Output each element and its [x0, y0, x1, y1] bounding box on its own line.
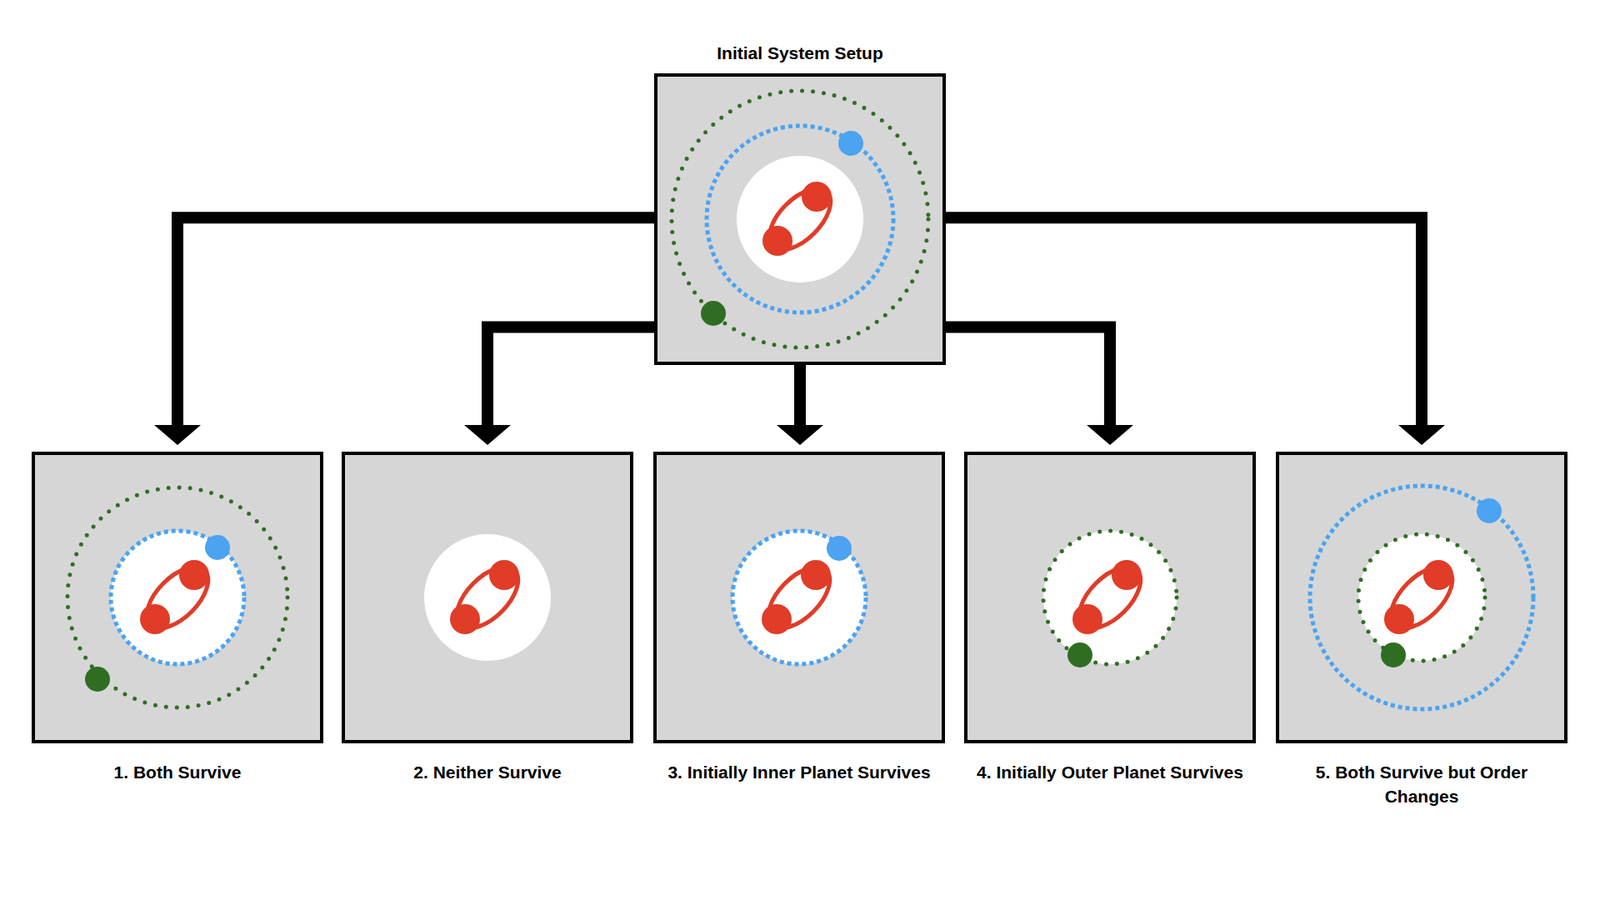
system-illustration — [656, 455, 942, 740]
binary-star — [1423, 560, 1454, 590]
binary-star — [1111, 560, 1142, 590]
system-illustration — [967, 455, 1253, 740]
system-panel: Initial System Setup — [654, 73, 946, 365]
binary-star — [140, 604, 170, 635]
binary-orbit — [758, 556, 841, 640]
arrow-line — [487, 327, 655, 430]
binary-star — [801, 181, 832, 212]
inner-clear-zone — [1043, 530, 1177, 665]
inner-planet — [1476, 498, 1502, 524]
inner-planet — [205, 535, 230, 560]
binary-orbit — [759, 178, 842, 261]
outer-planet — [700, 300, 726, 326]
outer-planet-orbit — [67, 487, 288, 708]
binary-star — [489, 560, 520, 590]
flow-arrow — [154, 217, 655, 445]
outer-planet — [85, 666, 110, 692]
arrow-head — [154, 425, 201, 445]
inner-clear-zone — [732, 530, 866, 665]
binary-orbit — [446, 556, 530, 640]
inner-clear-zone — [736, 155, 864, 283]
arrow-line — [177, 217, 655, 429]
outcome-caption: 1. Both Survive — [40, 760, 315, 785]
inner-planet-orbit — [110, 530, 245, 665]
outcome-caption: 4. Initially Outer Planet Survives — [972, 760, 1248, 785]
outcome-caption: 2. Neither Survive — [350, 760, 625, 785]
system-panel: 4. Initially Outer Planet Survives — [964, 451, 1256, 744]
system-illustration — [1279, 455, 1565, 740]
arrow-line — [945, 217, 1422, 429]
system-panel: 5. Both Survive but Order Changes — [1275, 451, 1568, 744]
outcome-caption: 5. Both Survive but Order Changes — [1284, 760, 1560, 810]
flow-arrow — [464, 327, 655, 446]
inner-clear-zone — [110, 530, 245, 665]
inner-clear-zone — [424, 534, 551, 661]
binary-orbit — [1069, 556, 1152, 640]
binary-star — [762, 225, 793, 256]
binary-star — [179, 560, 210, 590]
flow-arrow — [945, 217, 1445, 445]
binary-star — [450, 604, 480, 635]
system-panel: 1. Both Survive — [31, 451, 324, 744]
arrow-line — [794, 365, 806, 429]
binary-star — [1384, 604, 1415, 635]
outer-planet-orbit — [671, 90, 929, 348]
inner-planet-orbit — [1310, 485, 1534, 710]
binary-star — [761, 604, 792, 635]
outer-planet-orbit — [1043, 530, 1177, 665]
arrow-head — [1086, 425, 1134, 445]
inner-clear-zone — [1358, 534, 1485, 661]
arrow-head — [776, 425, 824, 445]
inner-planet-orbit — [732, 530, 866, 665]
arrow-head — [1398, 425, 1445, 445]
inner-planet-orbit — [706, 125, 894, 313]
binary-orbit — [1380, 556, 1464, 640]
outer-planet-orbit — [1358, 534, 1485, 661]
panel-heading: Initial System Setup — [662, 40, 938, 65]
system-illustration — [657, 76, 943, 362]
binary-star — [1072, 604, 1103, 635]
binary-star — [800, 560, 831, 590]
system-panel: 2. Neither Survive — [341, 451, 634, 744]
flow-arrow — [776, 365, 824, 445]
outcome-caption: 3. Initially Inner Planet Survives — [661, 760, 937, 785]
inner-planet — [838, 130, 864, 156]
binary-orbit — [136, 556, 220, 640]
flow-arrow — [945, 327, 1134, 446]
outer-planet — [1380, 642, 1406, 668]
inner-planet — [826, 535, 852, 561]
system-illustration — [35, 455, 320, 740]
arrow-head — [464, 425, 511, 445]
system-panel: 3. Initially Inner Planet Survives — [653, 451, 945, 744]
system-illustration — [345, 455, 630, 740]
arrow-line — [945, 327, 1110, 430]
outer-planet — [1067, 642, 1093, 668]
